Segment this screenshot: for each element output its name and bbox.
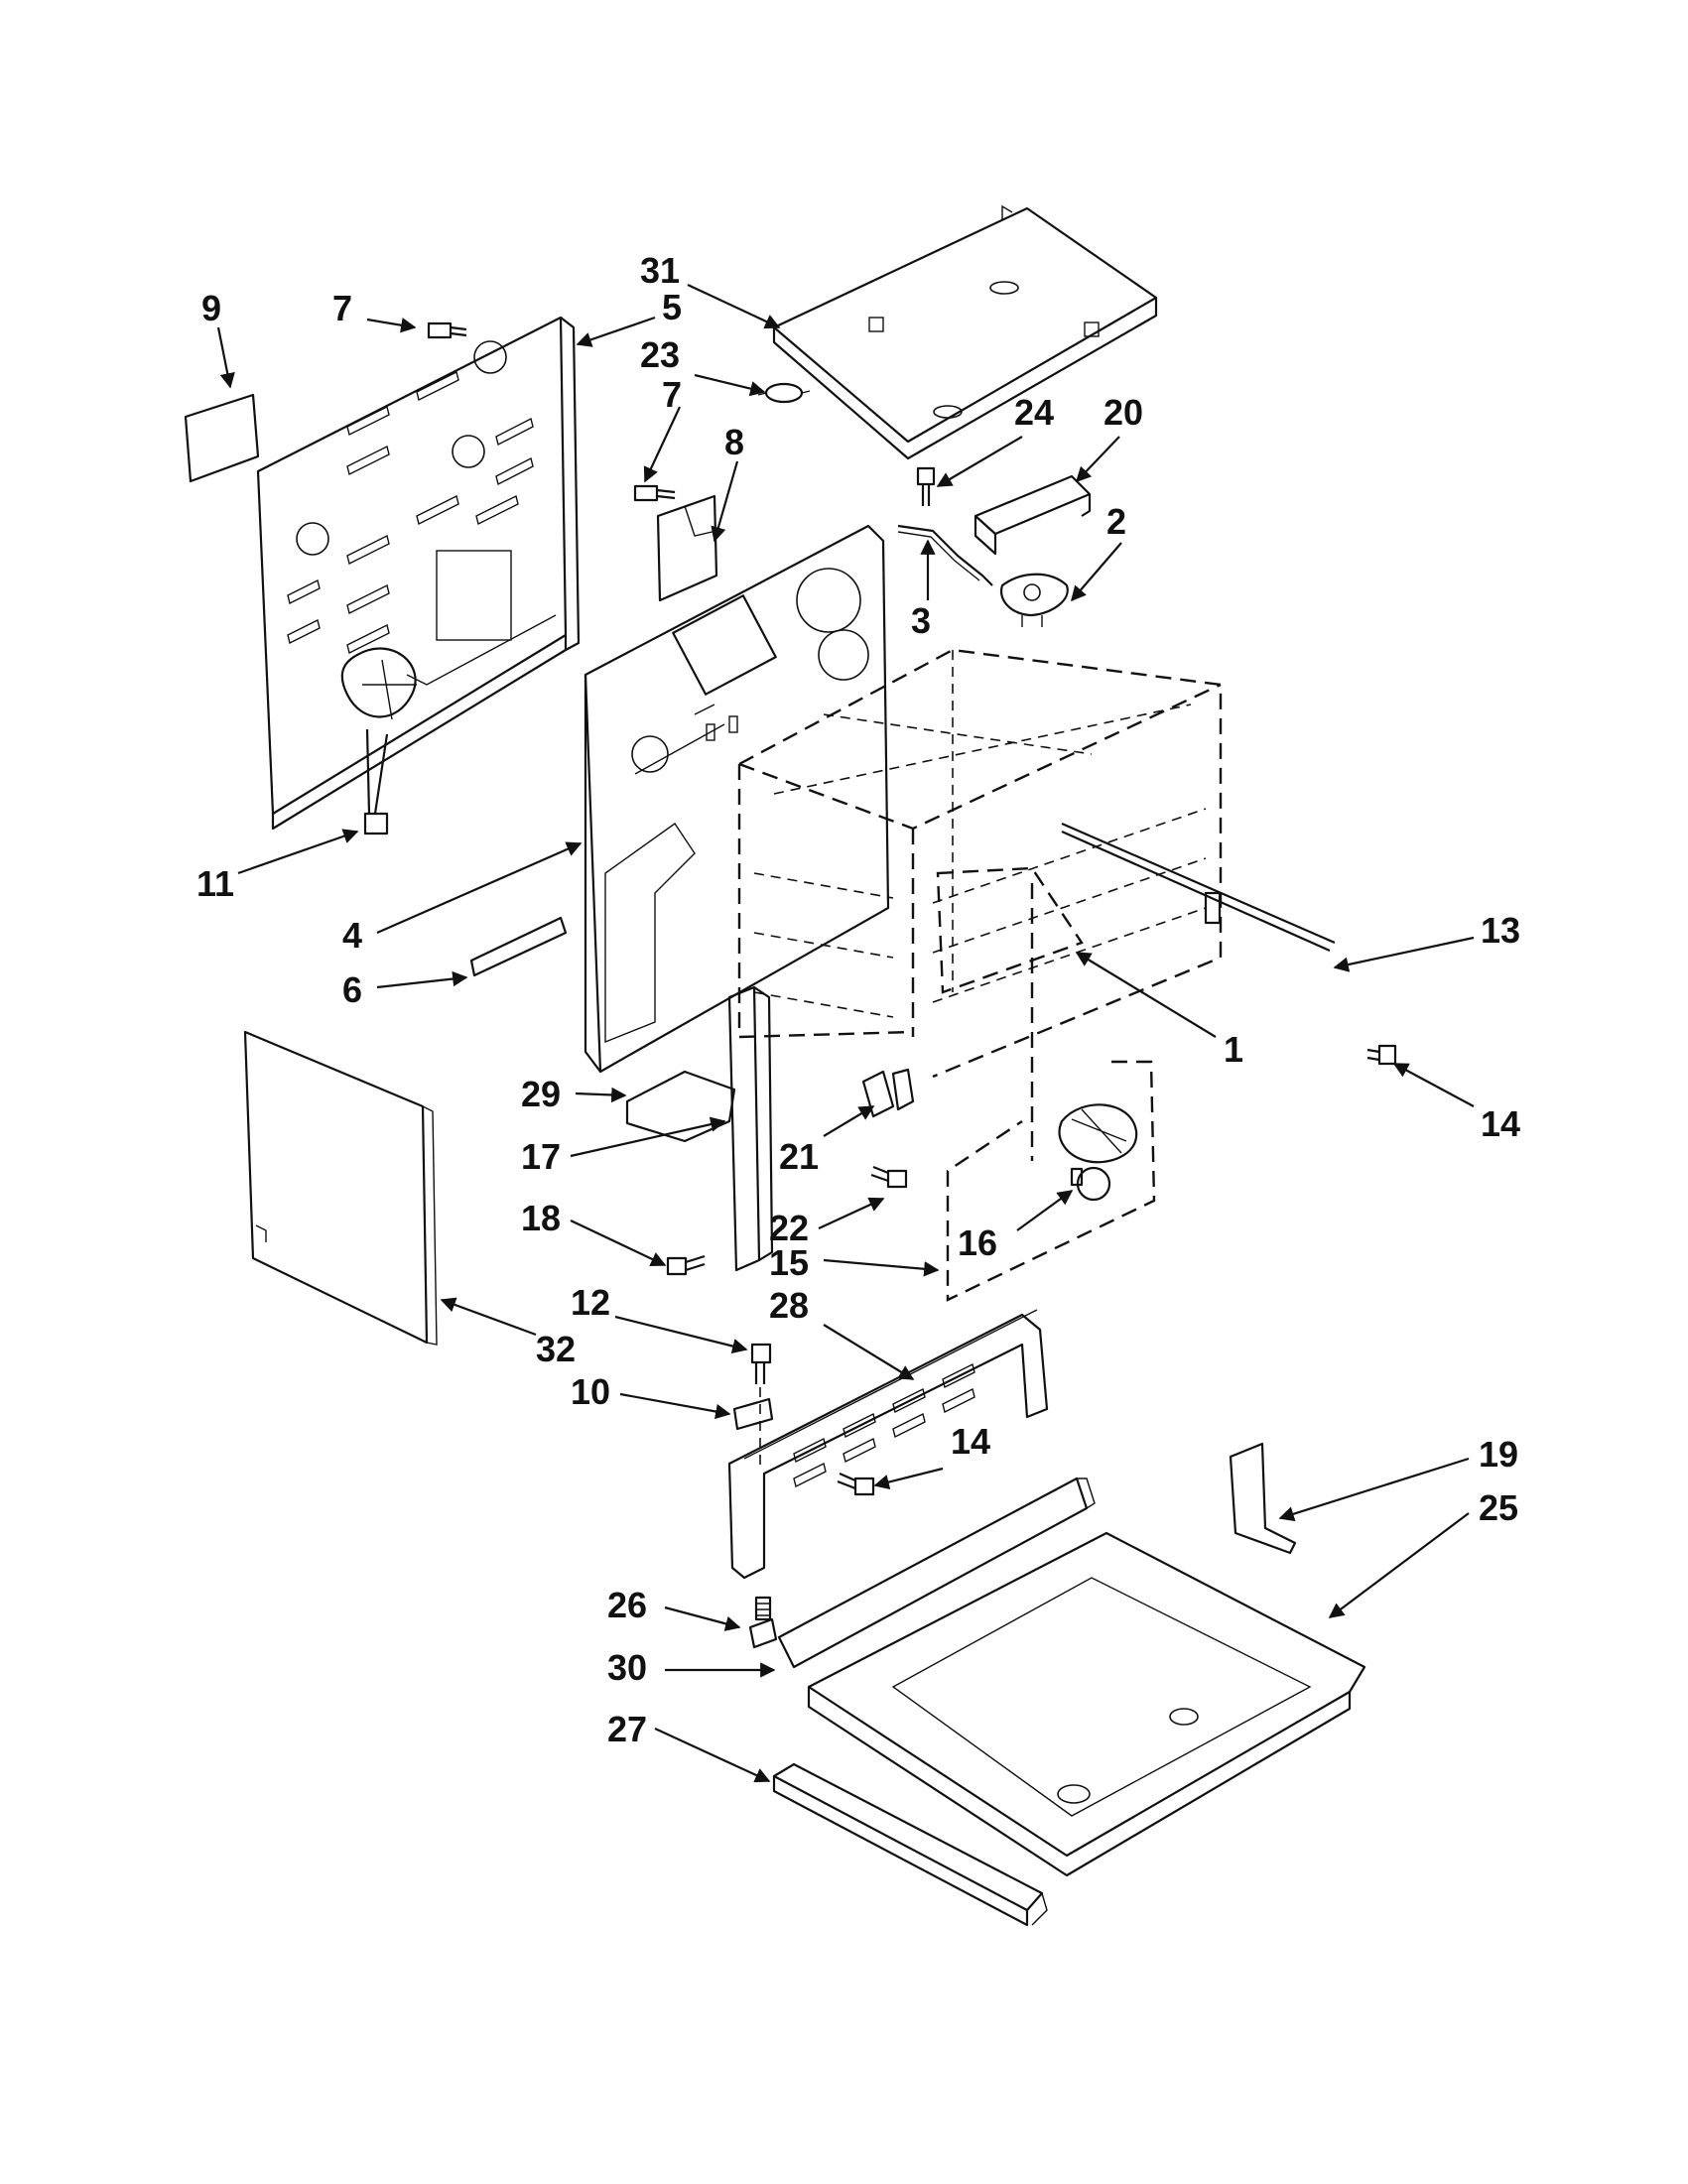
part-22-screw [870, 1165, 908, 1189]
callout-7-a: 7 [332, 288, 352, 328]
callout-2: 2 [1106, 501, 1126, 542]
callout-5: 5 [662, 287, 682, 327]
callout-15: 15 [769, 1242, 809, 1283]
callout-16: 16 [958, 1222, 997, 1263]
part-28-toe-kick-frame [727, 1309, 1049, 1580]
callout-4: 4 [342, 915, 362, 956]
part-2-thermostat [999, 573, 1069, 627]
callout-18: 18 [521, 1198, 561, 1238]
callout-31: 31 [640, 250, 680, 291]
part-3-harness [897, 524, 993, 586]
part-26-leveling-leg [748, 1596, 778, 1649]
part-7-screw-a [427, 321, 467, 339]
part-14-screw-b [837, 1472, 875, 1496]
part-32-side-panel [243, 1030, 438, 1346]
callout-12: 12 [571, 1282, 610, 1323]
part-29-bracket [625, 1070, 736, 1143]
leader-lines [216, 284, 1475, 1783]
part-27-rear-rail [772, 1762, 1048, 1927]
callout-6: 6 [342, 969, 362, 1010]
callout-32: 32 [536, 1329, 576, 1369]
callout-labels: 31 9 7 5 23 7 8 24 20 2 3 11 4 6 1 13 14… [196, 250, 1520, 1749]
part-1-oven-cavity [737, 648, 1223, 1161]
part-14-screw-a [1366, 1044, 1397, 1066]
part-18-screw [666, 1254, 706, 1276]
part-30-front-rail [777, 1477, 1096, 1669]
part-5-rear-panel [256, 316, 581, 831]
part-16-bulb [1070, 1166, 1111, 1202]
callout-21: 21 [779, 1136, 819, 1177]
callout-22: 22 [769, 1208, 809, 1248]
callout-7-b: 7 [662, 374, 682, 415]
callout-26: 26 [607, 1585, 647, 1625]
callout-3: 3 [911, 600, 931, 641]
part-25-base-pan [807, 1531, 1366, 1877]
part-11-fan-motor [340, 647, 417, 835]
part-23-thermal-fuse [757, 382, 811, 404]
callout-25: 25 [1479, 1487, 1518, 1528]
callout-28: 28 [769, 1285, 809, 1326]
part-8-bracket [656, 494, 718, 602]
part-24-screw [916, 466, 936, 506]
callout-11: 11 [196, 863, 234, 904]
callout-30: 30 [607, 1647, 647, 1688]
part-15-light-assembly [946, 1060, 1156, 1302]
callout-19: 19 [1479, 1434, 1518, 1475]
part-13-rod [1061, 822, 1336, 953]
callout-23: 23 [640, 334, 680, 375]
part-15-light-socket [1058, 1103, 1138, 1164]
callout-20: 20 [1104, 392, 1143, 433]
callout-27: 27 [607, 1709, 647, 1749]
callout-24: 24 [1014, 392, 1054, 433]
callout-14-b: 14 [951, 1421, 990, 1462]
part-9-cover-plate [184, 393, 260, 483]
part-17-channel [727, 985, 774, 1272]
callout-13: 13 [1481, 910, 1520, 951]
part-20-wire-cover [974, 474, 1092, 556]
callout-8: 8 [724, 422, 744, 462]
part-19-bracket [1229, 1442, 1297, 1555]
callout-9: 9 [201, 288, 221, 328]
callout-10: 10 [571, 1371, 610, 1412]
part-7-screw-b [633, 484, 676, 502]
part-12-screw [750, 1343, 772, 1384]
part-21-clip [861, 1068, 915, 1118]
callout-17: 17 [521, 1136, 561, 1177]
part-4-side-panel [584, 524, 890, 1074]
part-31-top-cover [772, 204, 1158, 460]
part-10-clip [732, 1387, 774, 1469]
callout-1: 1 [1224, 1029, 1243, 1070]
part-6-strip [469, 916, 568, 977]
callout-14-a: 14 [1481, 1103, 1520, 1144]
callout-29: 29 [521, 1074, 561, 1114]
